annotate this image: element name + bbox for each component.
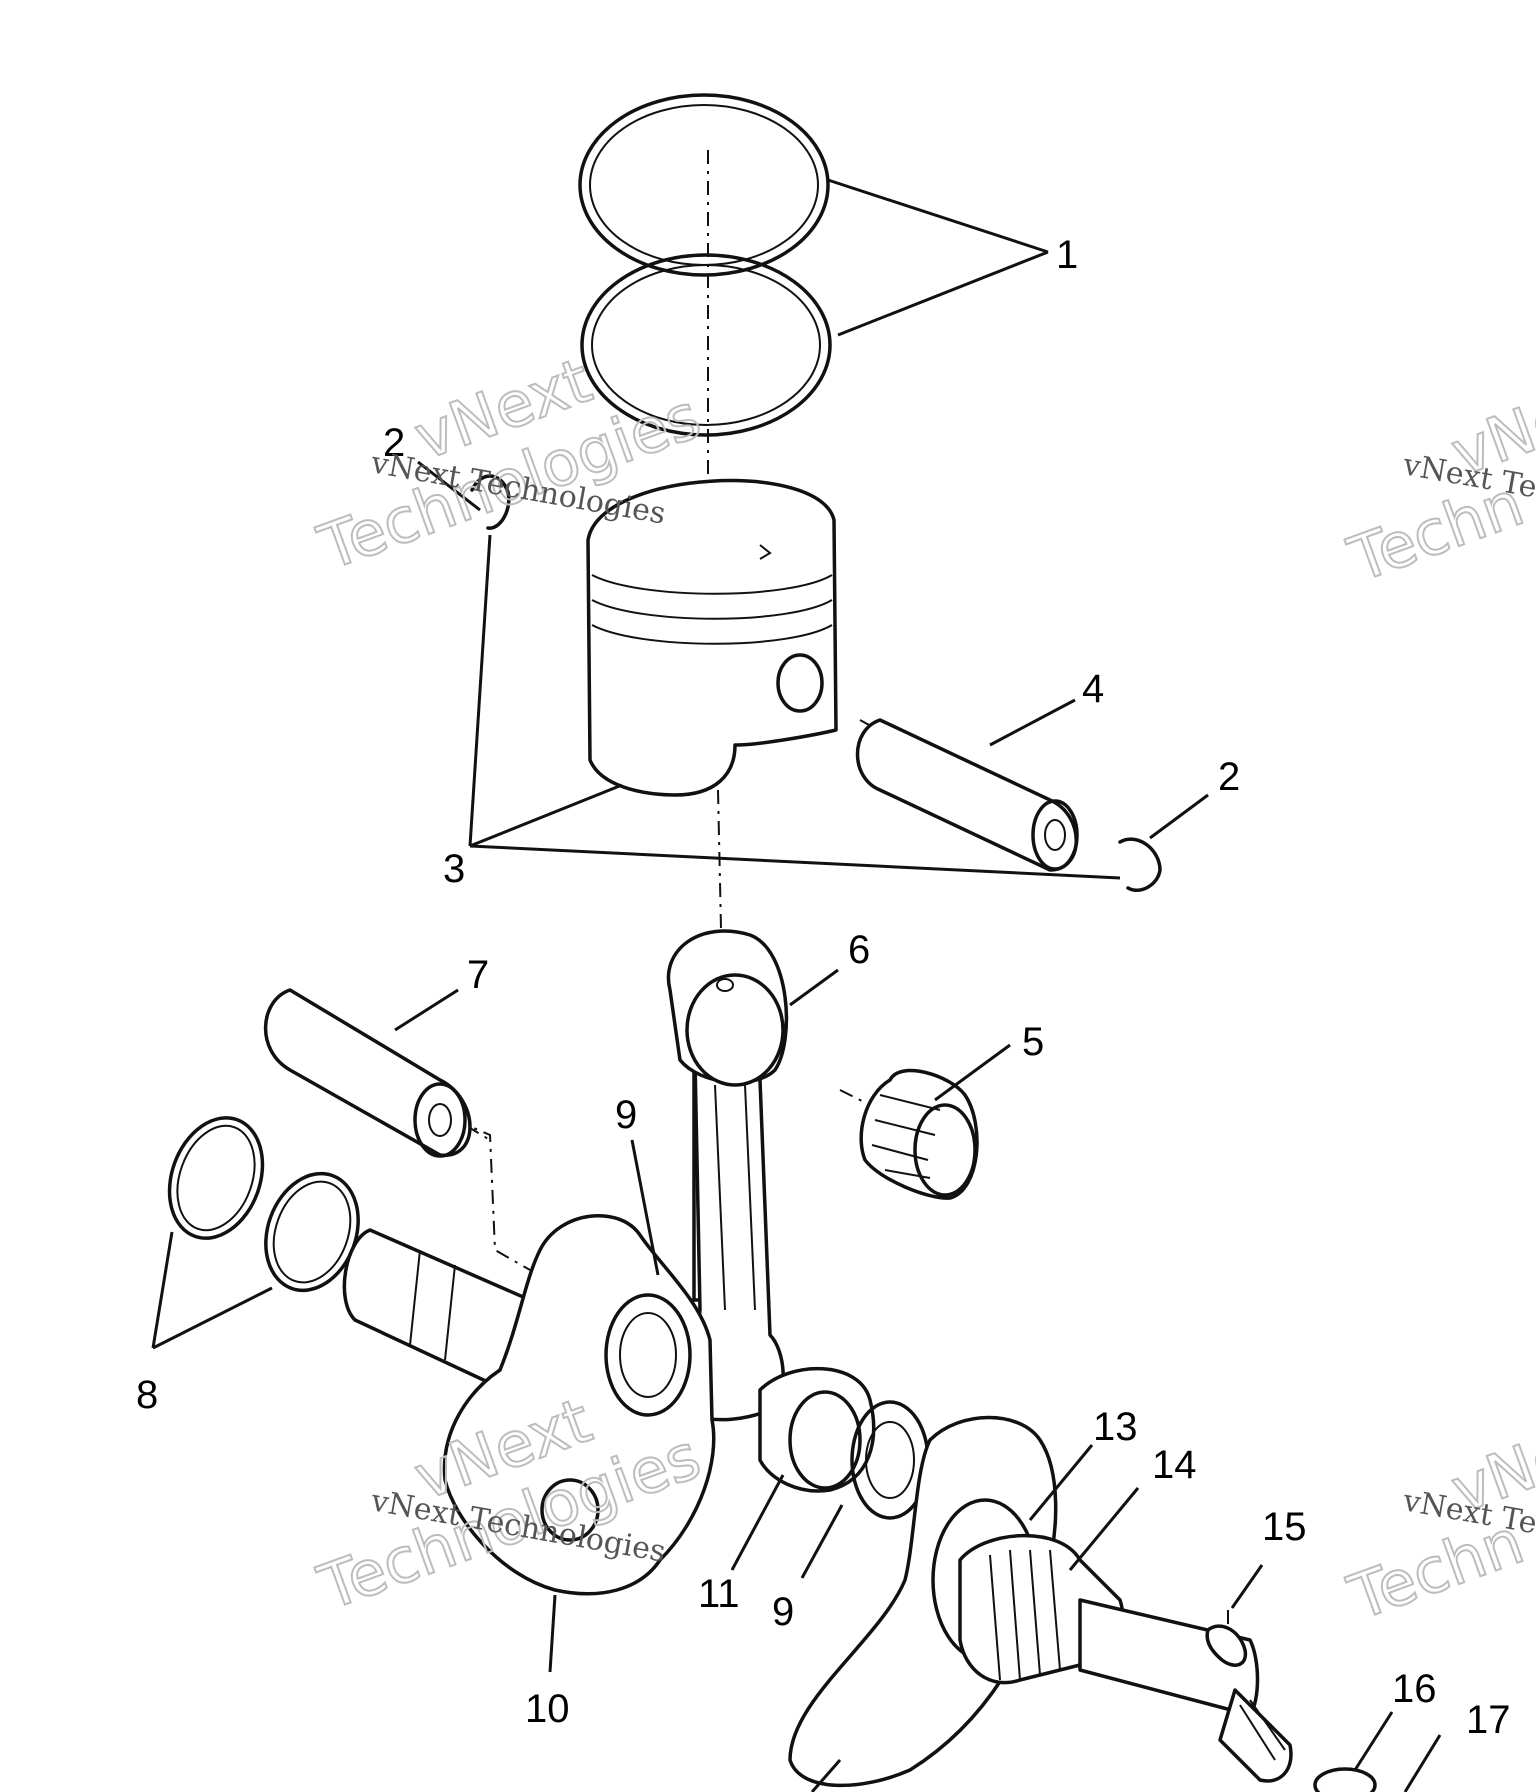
leader-8b: [152, 1286, 273, 1350]
leader-2b: [1149, 793, 1209, 840]
callout-17: 17: [1466, 1698, 1511, 1742]
leader-5: [934, 1043, 1011, 1102]
leader-1b: [837, 250, 1049, 337]
leader-13: [1028, 1444, 1094, 1521]
leader-4: [989, 698, 1076, 747]
crankpin-bearing: [758, 1366, 876, 1493]
leader-17: [1403, 1734, 1442, 1792]
leader-3c: [469, 844, 1121, 880]
leader-7: [394, 988, 459, 1032]
watermark-upper-right-edge: vNe Techn vNext Te: [1338, 379, 1536, 597]
crank-seal-ring-outer: [167, 1116, 265, 1240]
callout-4: 4: [1082, 667, 1104, 711]
callout-13: 13: [1093, 1405, 1138, 1449]
callout-2-left: 2: [383, 421, 405, 465]
woodruff-key: [1205, 1624, 1248, 1667]
leader-6: [789, 968, 839, 1007]
callout-1: 1: [1056, 233, 1078, 277]
leader-2a: [417, 460, 481, 512]
leader-3b: [469, 783, 623, 848]
piston: [586, 478, 838, 797]
piston-pin-circlip-right: [1118, 837, 1162, 892]
leader-11: [730, 1474, 785, 1571]
crankshaft-right-half: [788, 1415, 1293, 1788]
callout-11: 11: [698, 1572, 740, 1616]
callout-10: 10: [525, 1687, 570, 1731]
piston-ring-upper: [578, 93, 830, 277]
callout-8: 8: [136, 1373, 158, 1417]
crankpin-axis-line: [454, 1119, 531, 1271]
piston-pin-circlip-left: [470, 474, 511, 530]
leader-bottom: [810, 1759, 842, 1792]
callout-16: 16: [1392, 1667, 1437, 1711]
crank-pin: [263, 988, 472, 1158]
callout-2-right: 2: [1218, 755, 1240, 799]
callout-7: 7: [467, 953, 489, 997]
callout-14: 14: [1152, 1443, 1197, 1487]
leader-8a: [151, 1231, 174, 1349]
needle-bearing: [859, 1068, 979, 1200]
leader-3a: [468, 534, 492, 847]
leader-10: [548, 1594, 557, 1673]
callout-6: 6: [848, 928, 870, 972]
leader-15: [1230, 1564, 1264, 1609]
leader-14: [1068, 1487, 1140, 1571]
callout-9-lower: 9: [772, 1590, 794, 1634]
crankshaft-left-half: [342, 1213, 716, 1596]
watermark-lower-right-edge: vNe Techn vNext Te: [1338, 1416, 1536, 1635]
callout-15: 15: [1262, 1505, 1307, 1549]
piston-ring-lower: [580, 253, 832, 437]
piston-pin: [855, 718, 1079, 872]
leader-1a: [827, 178, 1049, 254]
callout-9-upper: 9: [615, 1093, 637, 1137]
leader-16: [1353, 1711, 1394, 1771]
crankshaft-washer: [1313, 1767, 1377, 1792]
callout-5: 5: [1022, 1020, 1044, 1064]
leader-9b: [800, 1504, 844, 1579]
leader-9a: [630, 1139, 660, 1276]
callout-3: 3: [443, 847, 465, 891]
